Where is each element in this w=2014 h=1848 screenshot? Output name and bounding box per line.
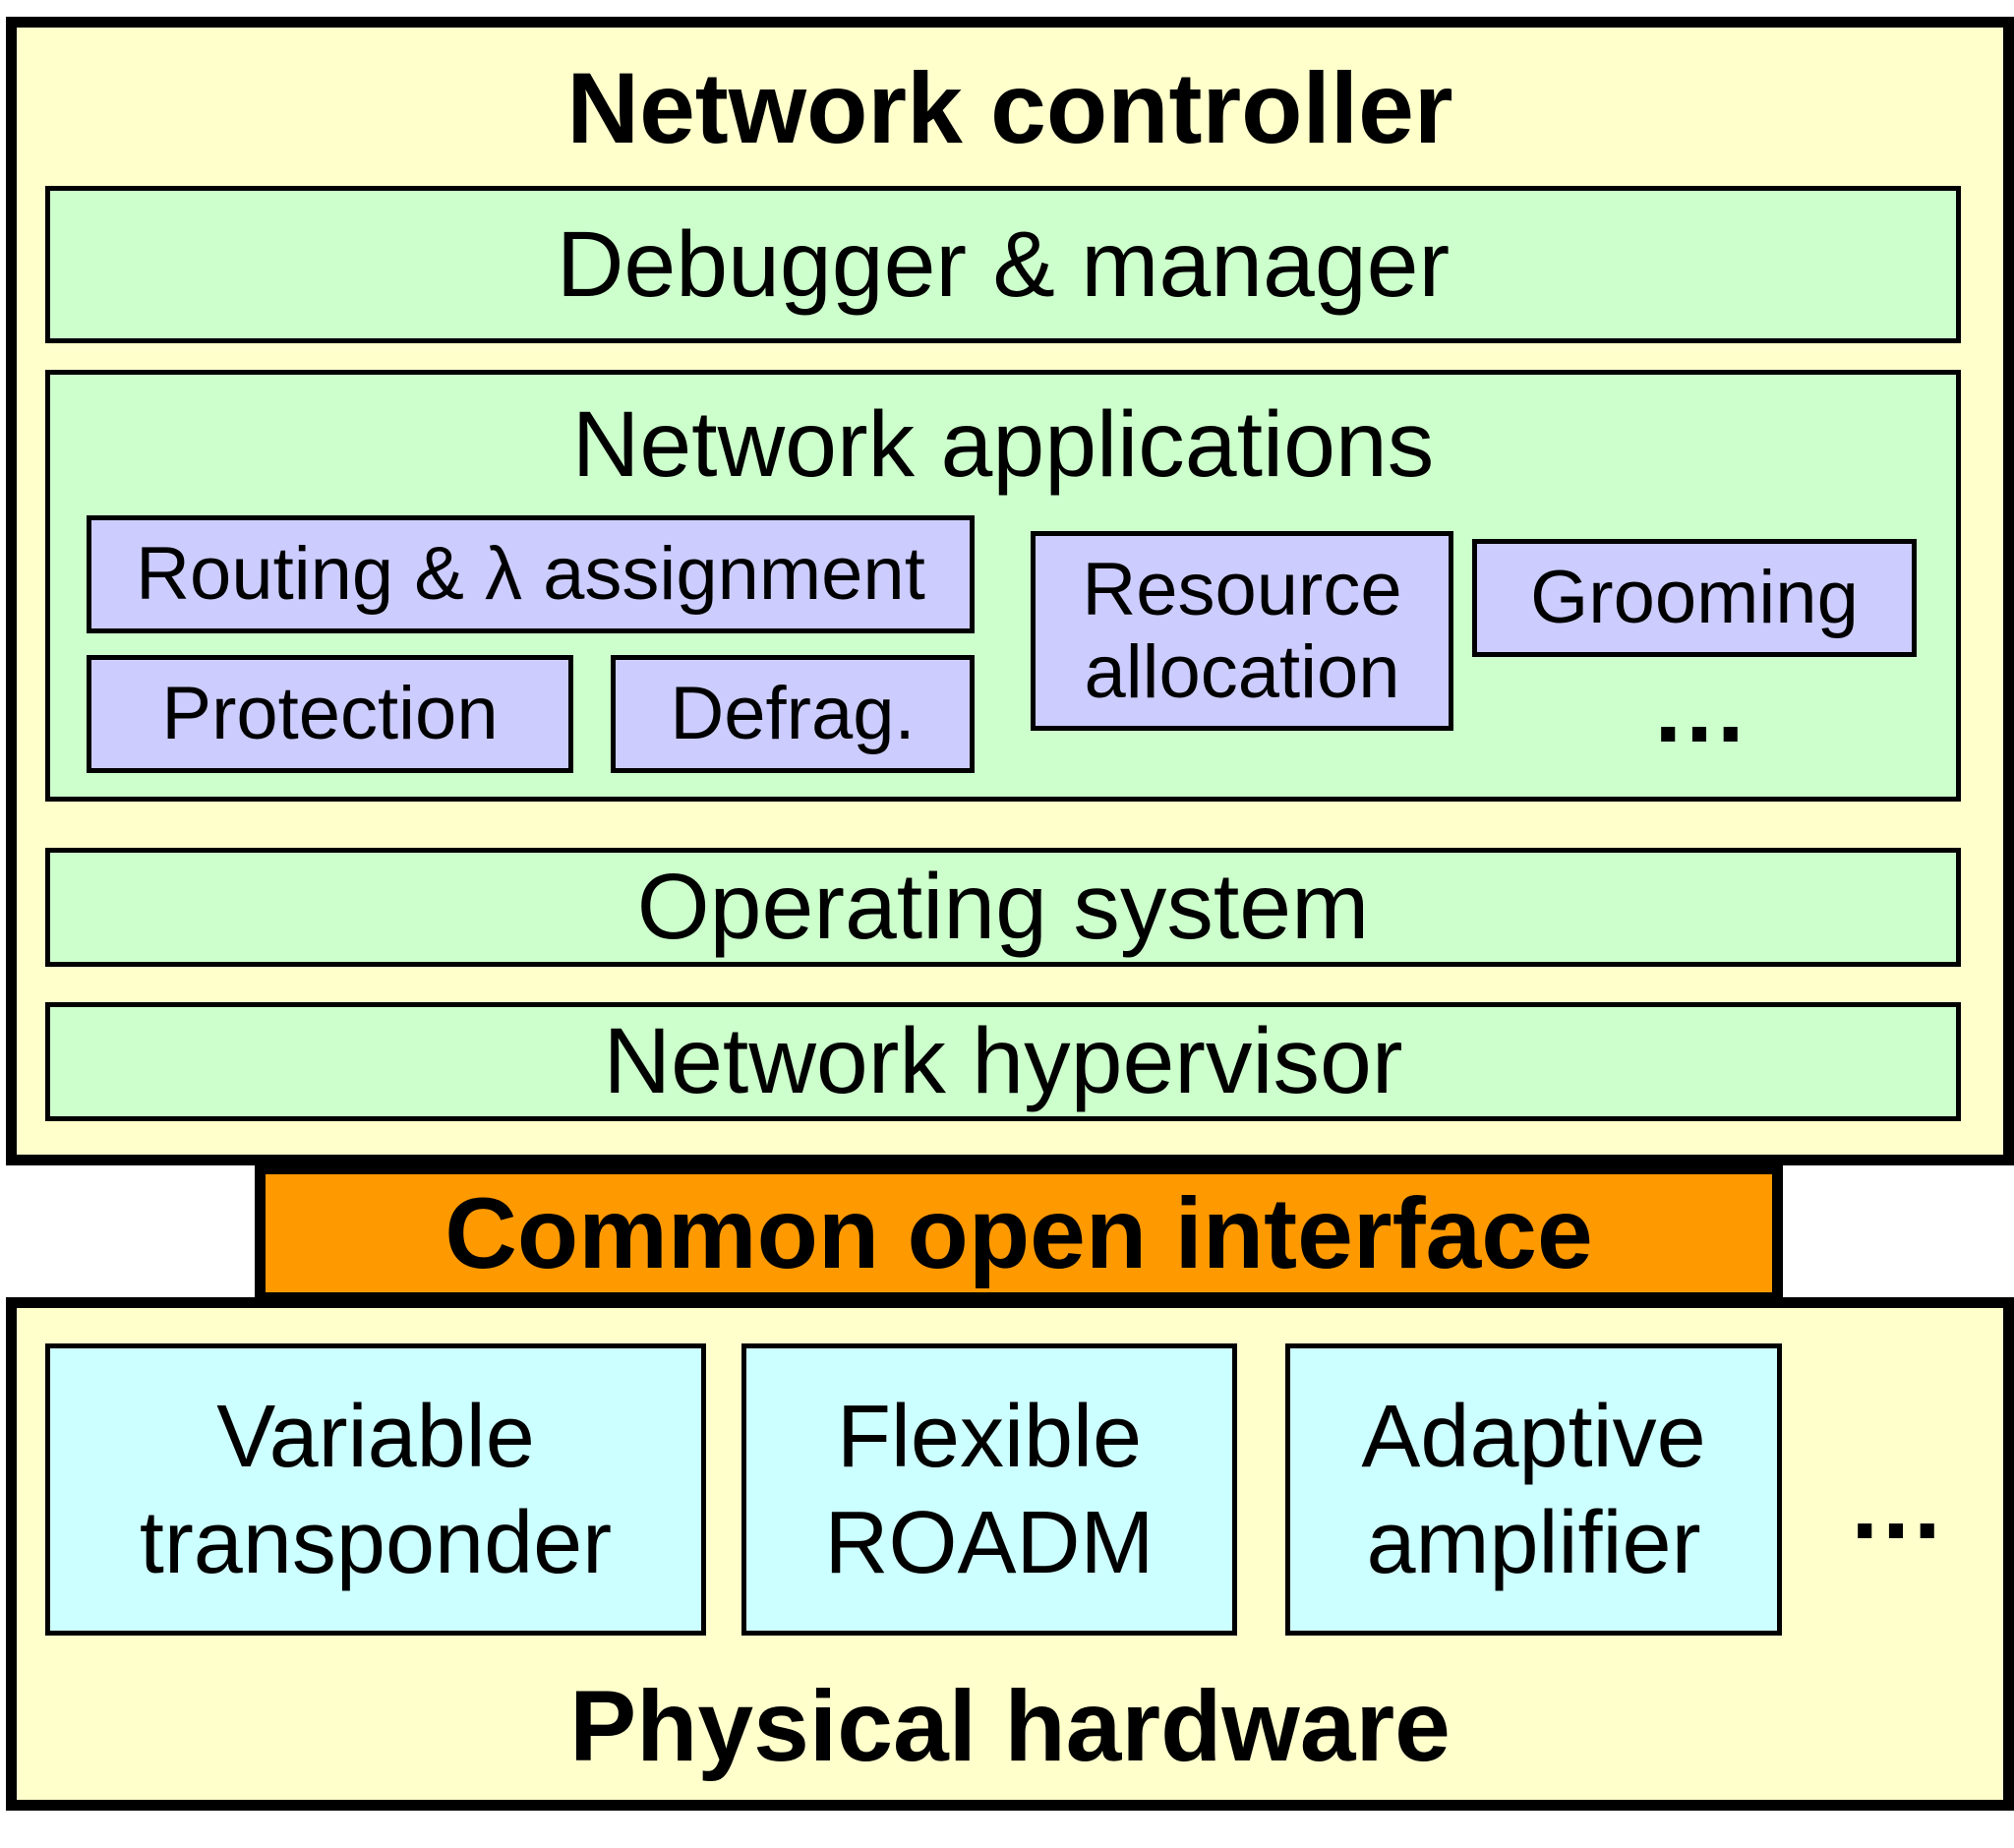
operating-system-layer: Operating system	[45, 848, 1961, 967]
common-open-interface: Common open interface	[255, 1163, 1783, 1303]
more-hardware-ellipsis: ...	[1851, 1450, 1945, 1560]
variable-transponder-device: Variable transponder	[45, 1343, 706, 1636]
protection-app: Protection	[87, 655, 573, 773]
network-applications-title: Network applications	[571, 391, 1435, 497]
defrag-app: Defrag.	[611, 655, 975, 773]
resource-allocation-app: Resource allocation	[1031, 531, 1453, 731]
physical-hardware-title: Physical hardware	[569, 1670, 1451, 1782]
flexible-roadm-device: Flexible ROADM	[741, 1343, 1237, 1636]
network-controller-title: Network controller	[566, 52, 1453, 164]
debugger-manager-layer: Debugger & manager	[45, 186, 1961, 343]
more-applications-ellipsis: ...	[1654, 653, 1748, 763]
adaptive-amplifier-device: Adaptive amplifier	[1285, 1343, 1782, 1636]
routing-assignment-app: Routing & λ assignment	[87, 515, 975, 633]
grooming-app: Grooming	[1472, 539, 1917, 657]
network-hypervisor-layer: Network hypervisor	[45, 1002, 1961, 1121]
